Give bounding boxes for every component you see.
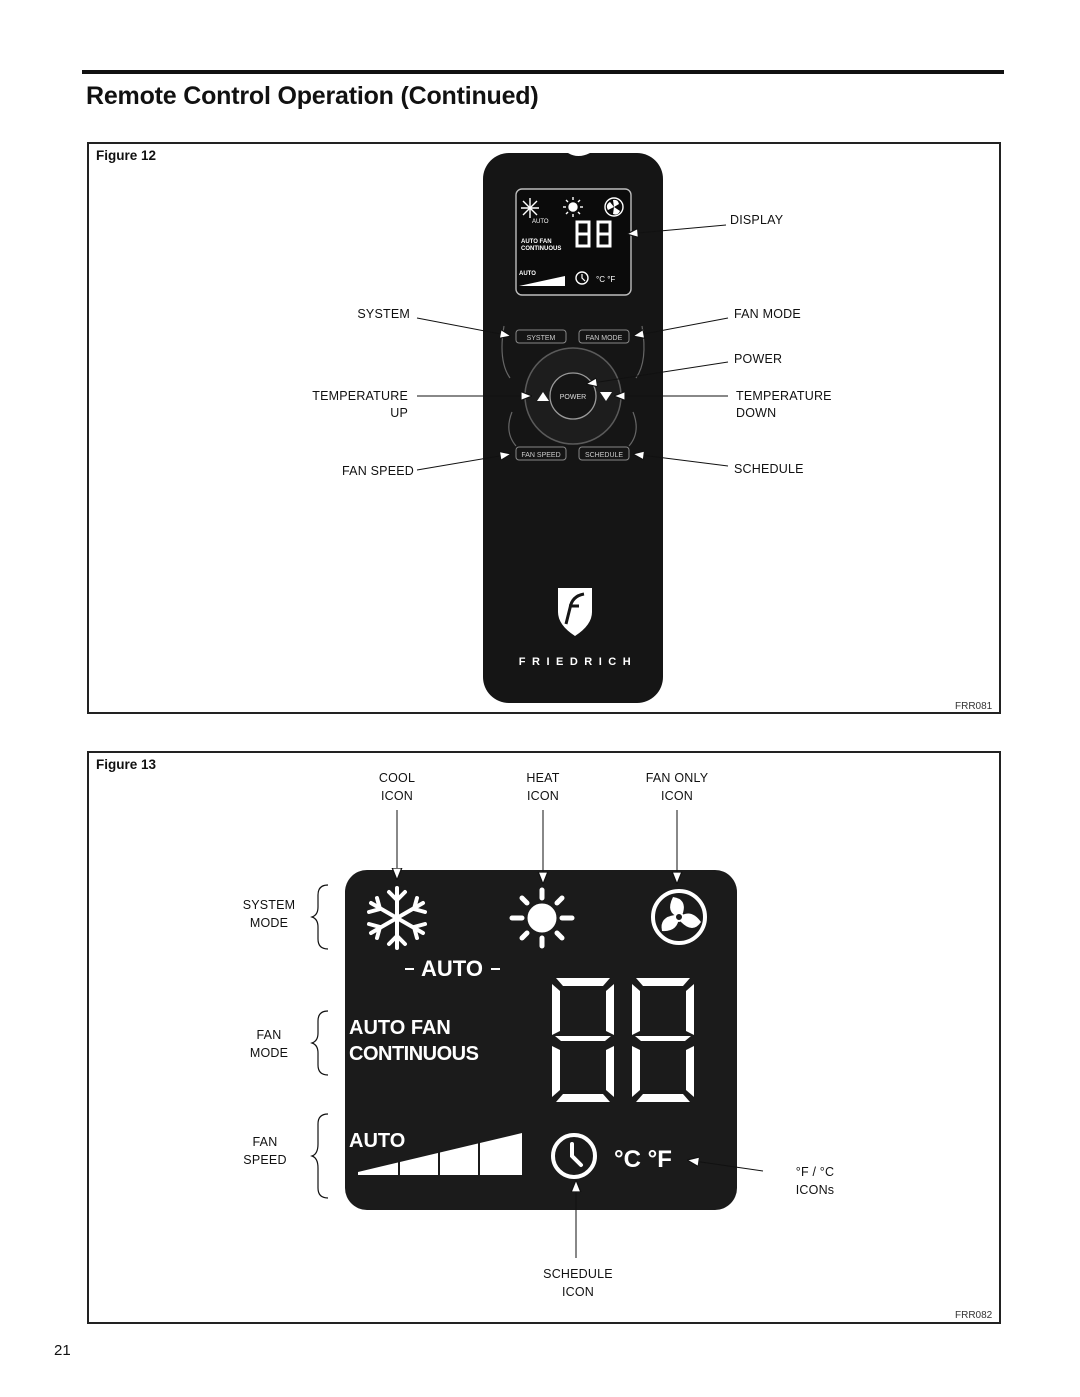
label-fan-only-line1: FAN ONLY [645, 771, 709, 785]
callout-schedule: SCHEDULE [734, 462, 804, 476]
label-fan-speed-line1: FAN [252, 1135, 278, 1149]
lcd-continuous-text: CONTINUOUS [349, 1043, 479, 1065]
figure-13-label: Figure 13 [96, 757, 157, 772]
lcd-digit-2 [632, 978, 694, 1102]
remote-schedule-button[interactable] [578, 446, 630, 461]
remote-temp-down-button[interactable] [600, 392, 612, 401]
label-cool-line1: COOL [378, 771, 416, 785]
label-heat-line1: HEAT [526, 771, 560, 785]
lcd-digit-1 [552, 978, 614, 1102]
lcd-auto-speed-text: AUTO [349, 1130, 405, 1152]
friedrich-logo-icon [558, 588, 592, 636]
fan-only-icon [651, 889, 707, 945]
remote-schedule-button-label: SCHEDULE [585, 452, 623, 459]
label-fan-speed-line2: SPEED [243, 1153, 287, 1167]
figure-13-callout-lines [397, 810, 764, 1258]
callout-temp-down-line1: TEMPERATURE [736, 389, 832, 403]
lcd-clock-icon [551, 1133, 597, 1179]
label-units-line1: °F / °C [795, 1165, 835, 1179]
label-system-mode-line2: MODE [249, 916, 289, 930]
remote-system-button-label: SYSTEM [527, 335, 556, 342]
label-fan-only-line2: ICON [660, 789, 694, 803]
heat-sun-icon [509, 887, 575, 949]
lcd-fan-speed-bars [358, 1133, 522, 1176]
remote-power-button-label: POWER [560, 394, 586, 401]
page-title: Remote Control Operation (Continued) [86, 82, 539, 110]
remote-control: AUTO AUTO FAN CONTINUOUS AUTO °C °F SYST… [483, 153, 663, 703]
remote-lcd-speed-bars [519, 276, 565, 286]
remote-lcd: AUTO AUTO FAN CONTINUOUS AUTO °C °F [515, 188, 632, 296]
label-cool-line2: ICON [380, 789, 414, 803]
callout-system: SYSTEM [357, 307, 410, 321]
remote-fan-mode-button-label: FAN MODE [586, 335, 623, 342]
page-number: 21 [54, 1342, 71, 1359]
lcd-auto-fan-text: AUTO FAN [349, 1017, 451, 1039]
callout-fan-mode: FAN MODE [734, 307, 801, 321]
label-heat-line2: ICON [526, 789, 560, 803]
remote-lcd-digits [575, 220, 612, 248]
remote-brand-text: FRIEDRICH [519, 656, 637, 668]
remote-power-button[interactable] [549, 372, 597, 420]
label-fan-mode-line1: FAN [256, 1028, 282, 1042]
callout-temp-up-line2: UP [390, 406, 408, 420]
callout-display: DISPLAY [730, 213, 784, 227]
remote-fan-speed-button[interactable] [515, 446, 567, 461]
figure-13-frame [87, 751, 1001, 1324]
callout-temp-up-line1: TEMPERATURE [312, 389, 408, 403]
callout-power: POWER [734, 352, 783, 366]
cool-snowflake-icon [367, 886, 427, 950]
remote-system-button[interactable] [515, 329, 567, 344]
remote-lcd-continuous-text: CONTINUOUS [521, 246, 561, 252]
header-rule [82, 70, 1004, 74]
figure-13-code: FRR082 [955, 1310, 993, 1321]
remote-fan-speed-button-label: FAN SPEED [521, 452, 560, 459]
callout-temp-down-line2: DOWN [736, 406, 777, 420]
lcd-display-panel: AUTO AUTO FAN CONTINUOUS [345, 870, 737, 1210]
figure-12-code: FRR081 [955, 701, 993, 712]
remote-lcd-clock-icon [575, 271, 589, 285]
figure-12-label: Figure 12 [96, 148, 157, 163]
callout-fan-speed: FAN SPEED [342, 464, 414, 478]
remote-lcd-sun-icon [563, 197, 583, 217]
remote-fan-mode-button[interactable] [578, 329, 630, 344]
remote-lcd-auto-speed-text: AUTO [519, 271, 536, 277]
label-system-mode-line1: SYSTEM [242, 898, 296, 912]
label-fan-mode-line2: MODE [249, 1046, 289, 1060]
remote-lcd-units-text: °C °F [596, 275, 615, 284]
label-schedule-icon-line1: SCHEDULE [543, 1267, 613, 1281]
lcd-seven-segment-digits [552, 978, 694, 1102]
remote-lcd-fan-icon [604, 197, 624, 217]
lcd-units-text: °C °F [614, 1146, 672, 1173]
lcd-auto-mode-text: AUTO [421, 956, 483, 981]
label-schedule-icon-line2: ICON [561, 1285, 595, 1299]
figure-12-frame [87, 142, 1001, 714]
remote-lcd-autofan-text: AUTO FAN [521, 239, 552, 245]
remote-lcd-snowflake-icon [521, 198, 539, 218]
remote-temp-up-button[interactable] [537, 392, 549, 401]
remote-lcd-auto-text: AUTO [532, 219, 549, 225]
figure-12-callout-lines [416, 224, 729, 471]
figure-13-braces [310, 884, 329, 1199]
label-units-line2: ICONs [795, 1183, 835, 1197]
